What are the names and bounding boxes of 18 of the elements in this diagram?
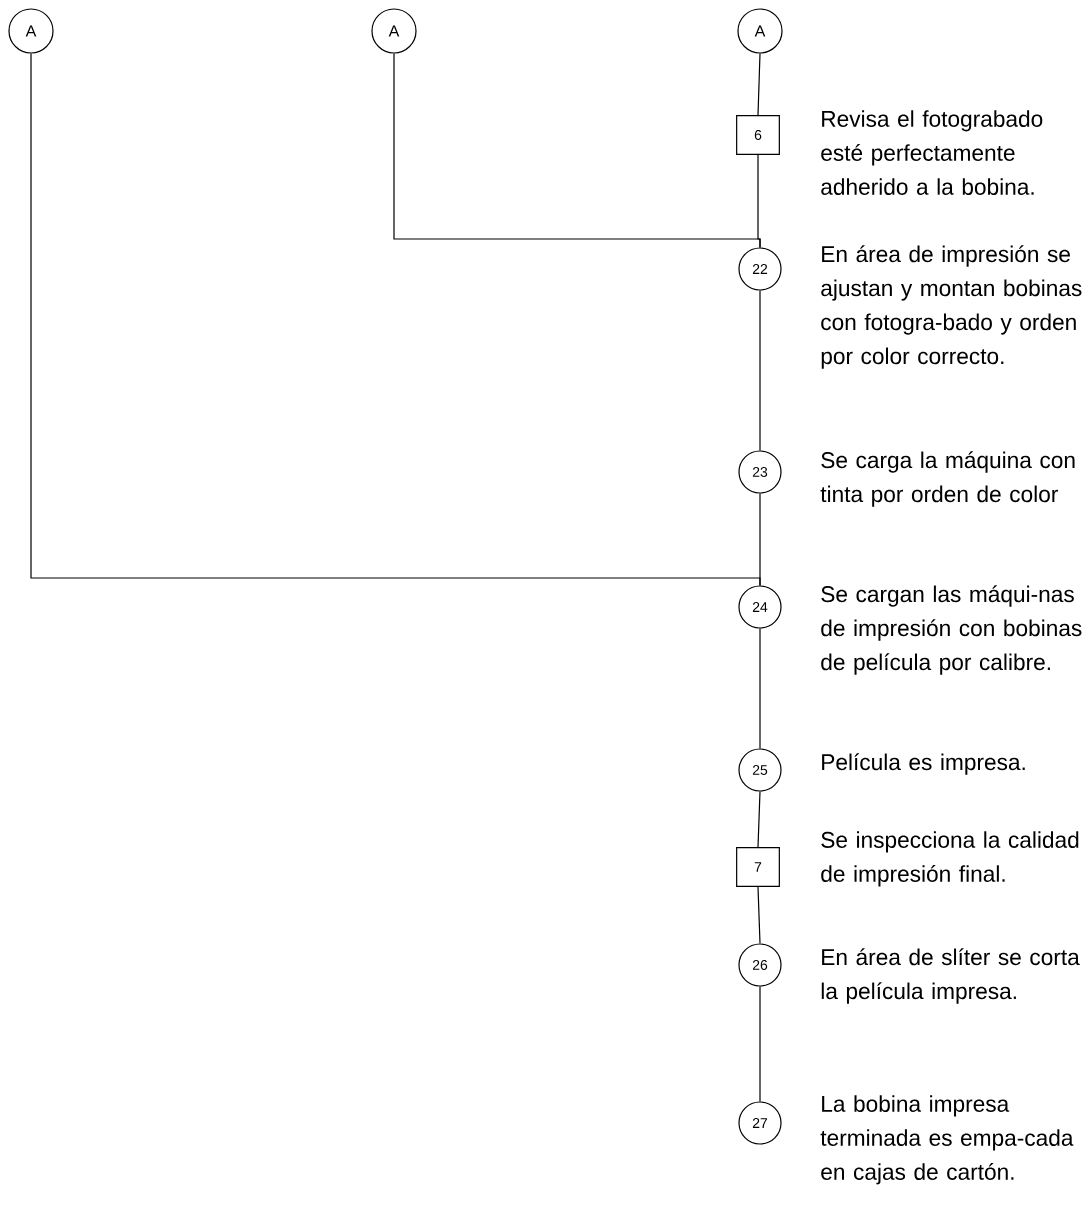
step-description: Se inspecciona la calidad de impresión final. bbox=[821, 831, 1079, 887]
step-description: En área de impresión se ajustan y montan bobinas con fotogra-bado y orden por color correcto. bbox=[821, 245, 1082, 369]
step-description: Revisa el fotograbado esté perfectamente adherido a la bobina. bbox=[821, 110, 1043, 195]
step-description: En área de slíter se corta la película impresa. bbox=[821, 948, 1080, 1004]
connector-line bbox=[757, 886, 761, 944]
connector-line bbox=[759, 493, 761, 586]
step-description: Se cargan las máqui-nas de impresión con bobinas de película por calibre. bbox=[821, 585, 1082, 675]
connector-line bbox=[759, 628, 761, 749]
connector-line bbox=[757, 53, 761, 116]
connector-line bbox=[759, 986, 761, 1102]
inspection-box: 7 bbox=[736, 847, 780, 887]
connector-line bbox=[757, 154, 761, 248]
step-description: Se carga la máquina con tinta por orden de color bbox=[820, 451, 1075, 507]
step-description: La bobina impresa terminada es empa-cada en cajas de cartón. bbox=[820, 1095, 1074, 1185]
connector-line bbox=[757, 791, 761, 848]
connector-line bbox=[759, 290, 761, 451]
step-description: Película es impresa. bbox=[822, 753, 1025, 775]
inspection-box: 6 bbox=[736, 115, 780, 155]
